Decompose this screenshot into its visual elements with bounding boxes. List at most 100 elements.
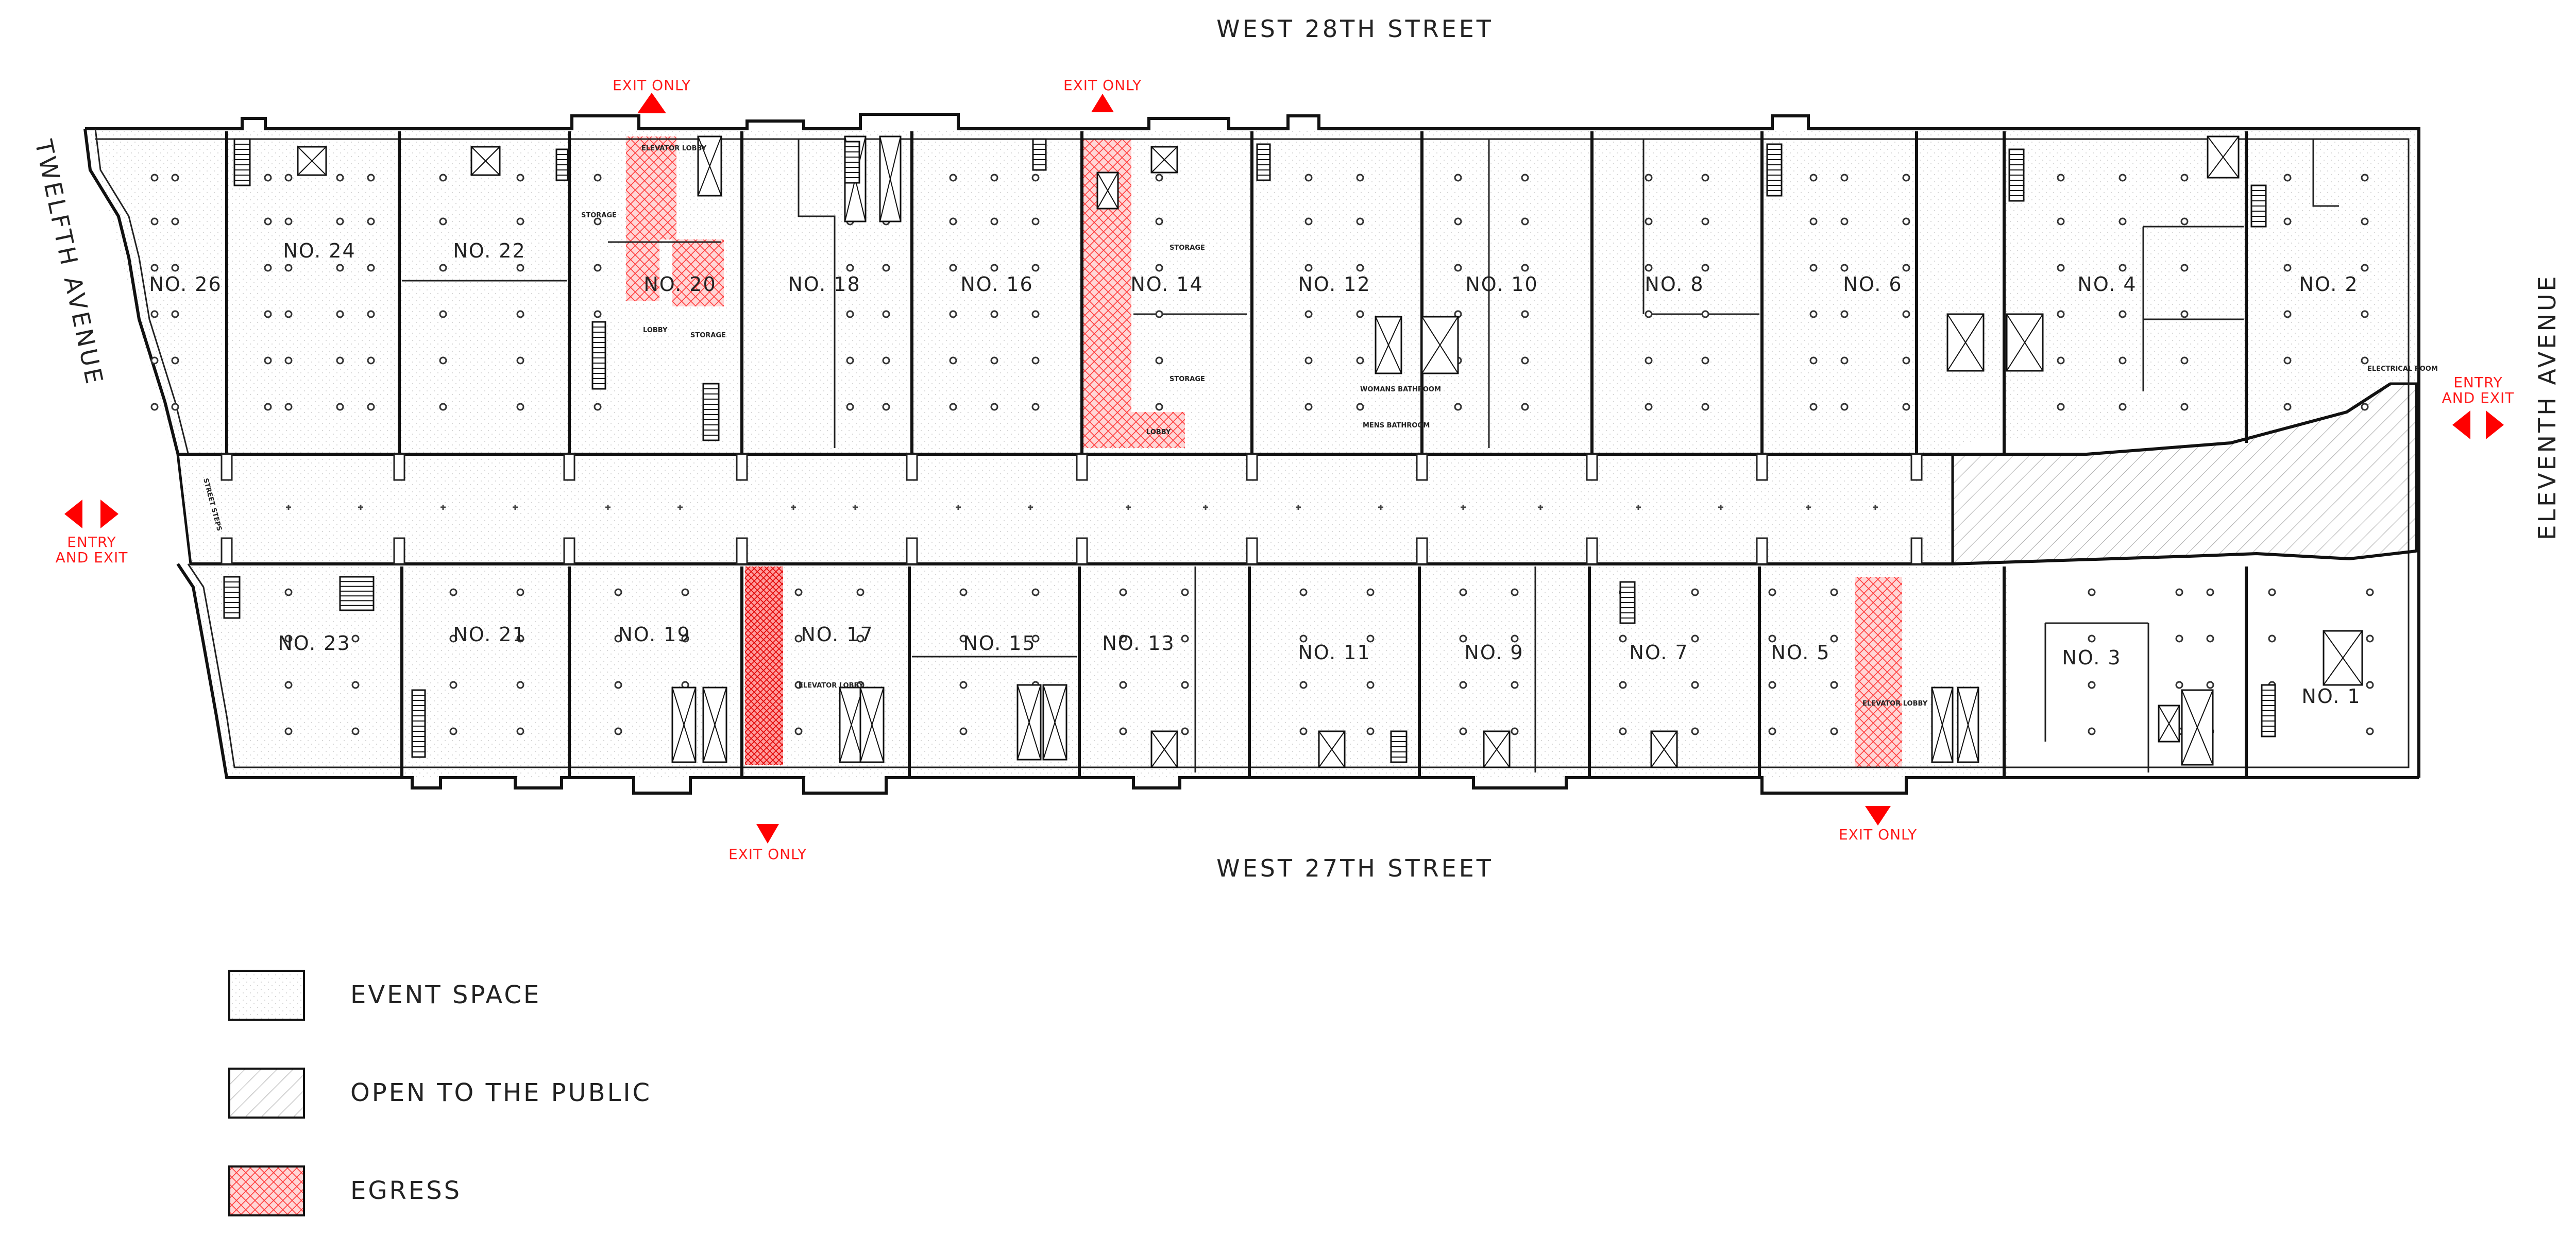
- column-dot: [1454, 174, 1462, 182]
- column-dot: [1840, 264, 1849, 272]
- column-dot: [1691, 727, 1699, 735]
- corridor-column: [1076, 537, 1088, 565]
- column-dot: [1521, 217, 1529, 226]
- elevator-shaft-icon: [1042, 684, 1067, 761]
- column-dot: [1645, 310, 1653, 318]
- column-dot: [1521, 264, 1529, 272]
- column-dot: [1645, 174, 1653, 182]
- column-dot: [681, 588, 689, 596]
- column-dot: [594, 310, 602, 318]
- elevator-shaft-icon: [1016, 684, 1042, 761]
- column-dot: [2268, 588, 2276, 596]
- stair-icon: [1390, 730, 1408, 763]
- legend-label-event-space: EVENT SPACE: [350, 981, 541, 1009]
- column-dot: [1155, 174, 1163, 182]
- elevator-shaft-cross: [1097, 172, 1118, 209]
- column-dot: [1366, 727, 1375, 735]
- elevator-shaft-icon: [2006, 313, 2044, 372]
- south-unit-walls: [400, 566, 2248, 778]
- column-dot: [2057, 174, 2065, 182]
- elevator-shaft-cross: [703, 687, 727, 763]
- column-dot: [949, 356, 957, 365]
- column-dot: [1181, 588, 1189, 596]
- column-dot: [959, 634, 968, 643]
- corridor-column: [1586, 453, 1598, 481]
- column-dot: [1304, 403, 1313, 411]
- storage-label: STORAGE: [581, 212, 617, 219]
- corridor-column: [1756, 537, 1768, 565]
- street-label-west: TWELFTH AVENUE: [29, 137, 109, 389]
- elevator-shaft-cross: [1318, 731, 1345, 768]
- column-dot: [1521, 174, 1529, 182]
- elevator-shaft-cross: [1151, 146, 1178, 173]
- column-dot: [2283, 356, 2292, 365]
- column-dot: [1155, 356, 1163, 365]
- column-dot: [2119, 217, 2127, 226]
- column-dot: [449, 681, 457, 689]
- column-dot: [150, 403, 159, 411]
- column-dot: [1619, 727, 1627, 735]
- column-dot: [1830, 634, 1838, 643]
- corridor-column: [1586, 537, 1598, 565]
- column-dot: [1902, 403, 1910, 411]
- corridor-column: [736, 453, 748, 481]
- map-legend: EVENT SPACE OPEN TO THE PUBLIC EGRESS: [228, 970, 652, 1216]
- legend-label-public: OPEN TO THE PUBLIC: [350, 1078, 652, 1107]
- column-dot: [794, 588, 803, 596]
- street-label-east: ELEVENTH AVENUE: [2533, 273, 2561, 540]
- unit-label-23: NO. 23: [278, 632, 350, 655]
- column-dot: [1768, 681, 1776, 689]
- column-dot: [171, 403, 179, 411]
- column-dot: [1031, 403, 1040, 411]
- unit-label-16: NO. 16: [960, 273, 1033, 296]
- stair-outline: [411, 689, 426, 758]
- column-dot: [1119, 681, 1127, 689]
- column-dot: [1809, 403, 1818, 411]
- unit-label-21: NO. 21: [453, 623, 526, 646]
- column-dot: [1031, 174, 1040, 182]
- corridor-column: [1910, 453, 1923, 481]
- column-dot: [2088, 588, 2096, 596]
- entry-exit-label-west: AND EXIT: [56, 549, 128, 566]
- column-dot: [2361, 264, 2369, 272]
- unit-label-8: NO. 8: [1645, 273, 1704, 296]
- column-dot: [336, 264, 344, 272]
- column-dot: [2366, 727, 2374, 735]
- column-dot: [516, 310, 524, 318]
- column-dot: [1459, 634, 1467, 643]
- column-dot: [284, 174, 293, 182]
- column-dot: [614, 681, 622, 689]
- unit-label-7: NO. 7: [1629, 641, 1688, 664]
- entry-exit-arrows-icon: [64, 500, 82, 528]
- column-dot: [449, 727, 457, 735]
- column-dot: [2366, 588, 2374, 596]
- column-dot: [1155, 310, 1163, 318]
- unit-label-5: NO. 5: [1771, 641, 1830, 664]
- column-dot: [2175, 634, 2183, 643]
- column-dot: [1366, 681, 1375, 689]
- column-dot: [1701, 264, 1709, 272]
- column-dot: [439, 264, 447, 272]
- elevator-shaft-icon: [1096, 171, 1119, 210]
- column-dot: [614, 634, 622, 643]
- column-dot: [856, 588, 865, 596]
- corridor-column: [906, 453, 918, 481]
- column-dot: [336, 217, 344, 226]
- exit-only-label-north-20: EXIT ONLY: [613, 77, 691, 94]
- elevator-shaft-cross: [1043, 684, 1067, 760]
- column-dot: [882, 264, 890, 272]
- elevator-shaft-cross: [1151, 731, 1178, 768]
- column-dot: [2180, 174, 2189, 182]
- column-dot: [1181, 727, 1189, 735]
- column-dot: [990, 174, 998, 182]
- column-dot: [846, 403, 854, 411]
- column-dot: [2119, 356, 2127, 365]
- column-dot: [2283, 403, 2292, 411]
- column-dot: [1454, 264, 1462, 272]
- unit-label-4: NO. 4: [2077, 273, 2137, 296]
- stair-icon: [223, 576, 241, 619]
- column-dot: [150, 174, 159, 182]
- column-dot: [284, 264, 293, 272]
- column-dot: [2180, 356, 2189, 365]
- stair-icon: [702, 383, 720, 441]
